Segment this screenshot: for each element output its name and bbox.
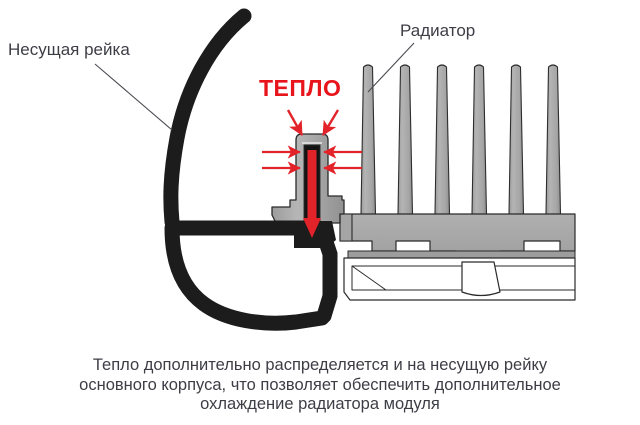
leader-line-radiator — [367, 42, 415, 93]
carrier-rail-upper-arc — [163, 8, 252, 230]
radiator-fin — [434, 64, 451, 215]
radiator-fins — [360, 64, 562, 215]
heat-arrow-down-head — [303, 218, 321, 238]
radiator-mount-wedge-left — [351, 265, 387, 291]
heat-arrow-top-left — [286, 109, 304, 136]
figure-caption: Тепло дополнительно распределяется и на … — [0, 356, 640, 415]
carrier-rail-post-junction — [294, 221, 336, 248]
label-heat: ТЕПЛО — [259, 75, 342, 101]
radiator-fin — [397, 64, 414, 215]
heat-arrow-top-right — [321, 109, 340, 136]
radiator-lower-channel — [347, 250, 576, 259]
caption-line-1: Тепло дополнительно распределяется и на … — [92, 356, 548, 374]
leader-lines — [94, 42, 415, 131]
heat-flow-arrows — [262, 109, 362, 238]
radiator-fin — [471, 64, 488, 215]
label-carrier-rail: Несущая рейка — [8, 40, 130, 59]
caption-line-2: основного корпуса, что позволяет обеспеч… — [79, 375, 561, 394]
leader-line-rail — [94, 63, 173, 131]
label-radiator: Радиатор — [400, 21, 476, 40]
radiator-center-boss — [461, 261, 501, 297]
caption-line-3: охлаждение радиатора модуля — [200, 395, 440, 413]
radiator-left-shoulder — [339, 213, 353, 242]
carrier-rail-lower-bowl — [164, 220, 330, 331]
radiator-fin — [508, 64, 525, 215]
radiator-mount-flange — [343, 257, 576, 301]
carrier-rail — [163, 8, 338, 331]
radiator-fin — [545, 64, 562, 215]
radiator-heatsink — [339, 64, 576, 301]
radiator-fin — [360, 64, 377, 215]
